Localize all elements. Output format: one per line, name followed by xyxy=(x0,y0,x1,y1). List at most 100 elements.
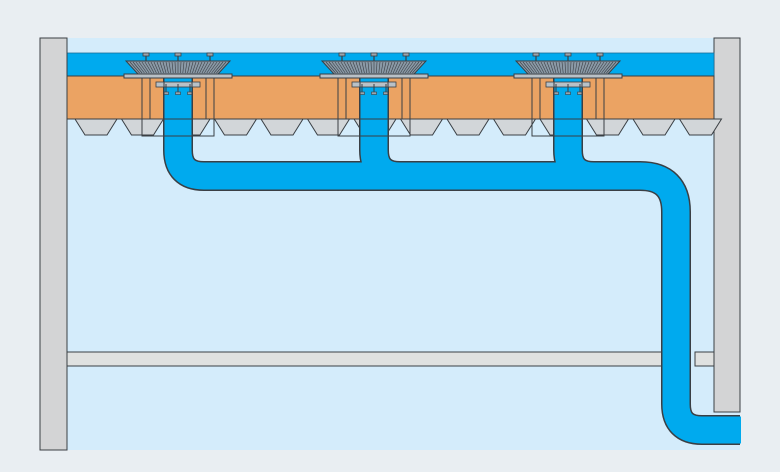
grate-slot xyxy=(358,61,363,74)
grate-slot xyxy=(572,61,575,74)
bolt-head xyxy=(564,52,572,57)
bolt-head xyxy=(338,52,346,57)
grate-slot xyxy=(340,61,348,74)
branch-pipe xyxy=(554,78,595,190)
grate-slot xyxy=(334,61,344,74)
grate-slot xyxy=(407,61,417,74)
bolt-head xyxy=(402,52,410,57)
roof-outlets xyxy=(123,52,623,137)
bolt-head xyxy=(596,52,604,57)
grate-slot xyxy=(589,61,596,74)
grate-slot xyxy=(525,61,535,74)
grate-slot xyxy=(388,61,393,74)
grate-slot xyxy=(211,61,221,74)
grate-slot xyxy=(201,61,209,74)
grate-slot xyxy=(390,61,396,74)
grate-slot xyxy=(395,61,402,74)
siphonic-roof-outlet-icon xyxy=(513,52,623,137)
grate-slot xyxy=(150,61,157,74)
grate-slot xyxy=(180,61,182,74)
pendant-light-icon xyxy=(213,118,258,136)
grate-slot xyxy=(397,61,405,74)
grate-slot xyxy=(174,61,176,74)
grate-slot xyxy=(153,61,160,74)
grate-slot xyxy=(584,61,590,74)
grate-slot xyxy=(519,61,530,74)
grate-slot xyxy=(555,61,559,74)
grate-slot xyxy=(184,61,188,74)
outlet-flange xyxy=(123,73,233,79)
grate-slot xyxy=(135,61,145,74)
grate-slot xyxy=(392,61,399,74)
pendant-light-icon xyxy=(678,118,723,136)
grate-slot xyxy=(189,61,194,74)
support-beam xyxy=(66,351,664,367)
grate-slot xyxy=(192,61,197,74)
grate-slot xyxy=(385,61,390,74)
outlet-housing xyxy=(337,77,411,137)
grate-slot xyxy=(579,61,584,74)
grate-slot xyxy=(598,61,608,74)
pendant-light-icon xyxy=(306,118,351,136)
left-wall xyxy=(39,37,68,451)
grate-slot xyxy=(534,61,542,74)
grate-slot xyxy=(596,61,605,74)
grate-slot xyxy=(540,61,547,74)
grate-slot xyxy=(404,61,414,74)
grate-slot xyxy=(132,61,143,74)
branch-pipe xyxy=(360,78,401,190)
grate-slot xyxy=(182,61,185,74)
grate-slot xyxy=(380,61,384,74)
grate-slot xyxy=(564,61,566,74)
grate-slot xyxy=(543,61,550,74)
grate-slot xyxy=(522,61,533,74)
grate-slot xyxy=(216,61,227,74)
grate-slot xyxy=(594,61,602,74)
grate-slot xyxy=(402,61,411,74)
grate-slot xyxy=(156,61,162,74)
pendant-light-icon xyxy=(632,118,676,136)
grate-slot xyxy=(199,61,206,74)
collector-pipe xyxy=(164,78,741,444)
grate-slot xyxy=(412,61,423,74)
pendant-light-icon xyxy=(585,118,630,136)
outlet-housing xyxy=(141,77,215,137)
grate-slot xyxy=(400,61,408,74)
bolt-head xyxy=(142,52,150,57)
grate-slot xyxy=(138,61,148,74)
grate-slot xyxy=(162,61,167,74)
clamp-nut xyxy=(565,91,571,95)
grate-slot xyxy=(208,61,218,74)
bolt-head xyxy=(174,52,182,57)
grate-slot xyxy=(537,61,545,74)
grate-slot xyxy=(546,61,552,74)
grate-slot xyxy=(206,61,215,74)
grate-slot xyxy=(364,61,368,74)
grate-slot xyxy=(147,61,155,74)
grate-slot xyxy=(355,61,360,74)
grate-slot xyxy=(204,61,212,74)
grate-slot xyxy=(337,61,346,74)
grate-slot xyxy=(552,61,557,74)
grate-slot xyxy=(144,61,152,74)
grate-slot xyxy=(141,61,150,74)
bolt-head xyxy=(370,52,378,57)
grate-slot xyxy=(349,61,356,74)
grate-slot xyxy=(582,61,587,74)
grate-slot xyxy=(606,61,617,74)
grate-slot xyxy=(376,61,378,74)
bolt-head xyxy=(206,52,214,57)
drainage-pipework xyxy=(163,78,741,445)
outlet-housing xyxy=(531,77,605,137)
grate-slot xyxy=(346,61,353,74)
grate-slot xyxy=(570,61,572,74)
grate-slot xyxy=(165,61,169,74)
grate-slot xyxy=(159,61,164,74)
siphonic-roof-outlet-icon xyxy=(123,52,233,137)
pendant-light-icon xyxy=(446,118,490,136)
grate-slot xyxy=(325,61,336,74)
siphonic-roof-outlet-icon xyxy=(319,52,429,137)
grate-slot xyxy=(561,61,564,74)
